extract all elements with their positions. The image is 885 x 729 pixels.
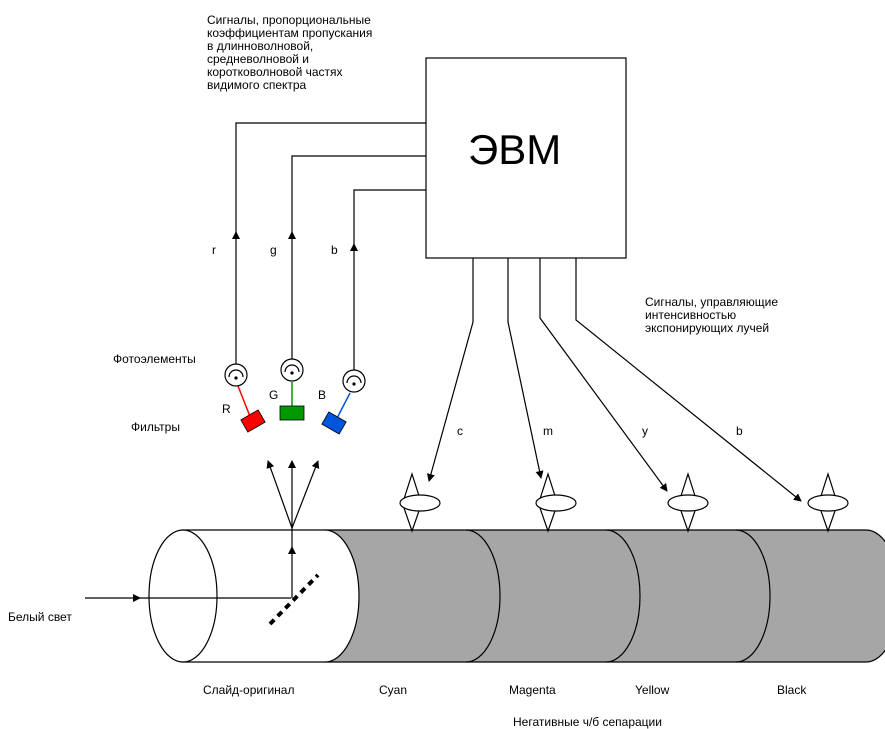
blue-filter [321,411,347,435]
input-signals-note: Сигналы, пропорциональные коэффициентам … [207,14,372,92]
computer-box [425,57,627,259]
output-signals-line-3: экспонирующих лучей [645,321,770,335]
output-signals-line-1: Сигналы, управляющие [645,295,779,309]
input-signals-line-1: Сигналы, пропорциональные [207,13,371,27]
slide-original-drum [148,529,360,663]
exposing-lamp-cyan [399,472,441,533]
drum-label-cyan: Cyan [379,683,408,697]
output-signals-note: Сигналы, управляющие интенсивностью эксп… [645,296,778,335]
control-c-line [427,258,474,482]
signal-label-g: g [270,243,277,257]
beam-label-y: y [642,424,648,438]
input-signals-line-6: видимого спектра [207,78,307,92]
filter-letter-g: G [269,388,279,402]
exposing-lamp-black [807,472,849,533]
separation-divider-3 [735,529,771,663]
input-signals-line-4: средневолновой и [207,52,309,66]
signal-b-line [353,189,426,244]
drum-label-yellow: Yellow [635,683,670,697]
beam-to-blue-filter [291,460,320,529]
filter-letter-b: B [318,388,327,402]
photocell-r [224,363,248,387]
signal-label-r: r [212,243,216,257]
output-signals-line-2: интенсивностью [645,308,737,322]
red-filter [240,409,266,433]
filters-label: Фильтры [131,420,180,434]
green-filter [279,405,305,421]
white-light-label: Белый свет [8,610,72,624]
photocells-label: Фотоэлементы [113,352,196,366]
photocell-b [342,369,366,393]
signal-g-line [291,155,426,232]
separation-divider-2 [605,529,641,663]
control-m-line [507,258,544,479]
photocell-g [280,358,304,382]
exposing-lamp-magenta [535,472,577,533]
mirror [268,573,320,626]
input-signals-line-2: коэффициентам пропускания [207,26,373,40]
signal-label-b: b [331,243,338,257]
separation-drum [324,529,885,663]
separation-divider-1 [465,529,501,663]
beam-label-c: c [457,424,463,438]
input-signals-line-3: в длинноволновой, [207,39,314,53]
separations-label: Негативные ч/б сепарации [513,715,662,729]
control-y-line [539,258,668,492]
drum-label-black: Black [777,683,807,697]
beam-to-red-filter [266,460,293,529]
beam-label-b: b [736,424,743,438]
beam-label-m: m [543,424,553,438]
signal-r-line [235,122,426,232]
drum-label-slide: Слайд-оригинал [203,683,295,697]
exposing-lamp-yellow [667,472,709,533]
computer-label: ЭВМ [468,126,562,173]
drum-end-face [148,529,218,663]
input-signals-line-5: коротковолновой частях [207,65,343,79]
drum-label-magenta: Magenta [509,683,556,697]
control-black-line [575,258,802,502]
filter-letter-r: R [222,402,231,416]
